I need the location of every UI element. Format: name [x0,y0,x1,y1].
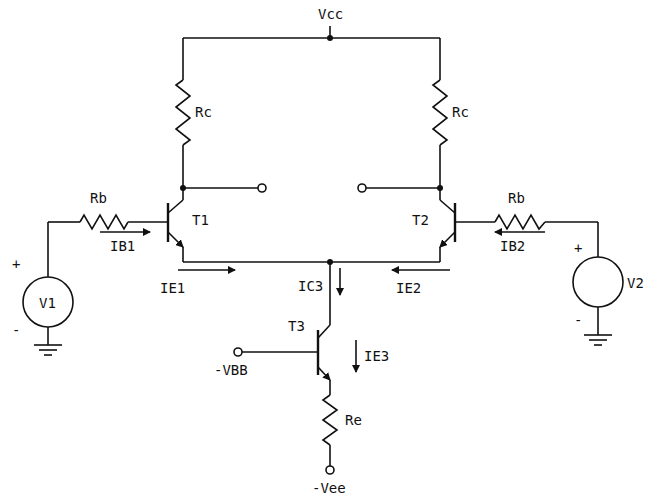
current-label: IC3 [298,278,323,294]
transistor-label: T3 [288,318,305,334]
polarity-sign: - [12,322,20,338]
current-label: IB1 [110,238,135,254]
source-label: V2 [627,275,644,291]
transistor-label: T2 [412,212,429,228]
transistor-label: T1 [192,212,209,228]
supply-label: Vcc [318,6,343,22]
supply-label: -Vee [312,480,346,496]
polarity-sign: - [574,312,582,328]
polarity-sign: + [574,240,582,256]
current-label: IE3 [364,348,389,364]
resistor-label: Rb [90,190,107,206]
current-label: IB2 [500,238,525,254]
resistor-label: Rb [508,190,525,206]
current-label: IE2 [396,280,421,296]
resistor-label: Rc [452,104,469,120]
current-label: IE1 [160,280,185,296]
supply-label: -VBB [214,362,248,378]
source-label: V1 [39,295,56,311]
polarity-sign: + [12,256,20,272]
resistor-label: Rc [195,104,212,120]
resistor-label: Re [345,412,362,428]
